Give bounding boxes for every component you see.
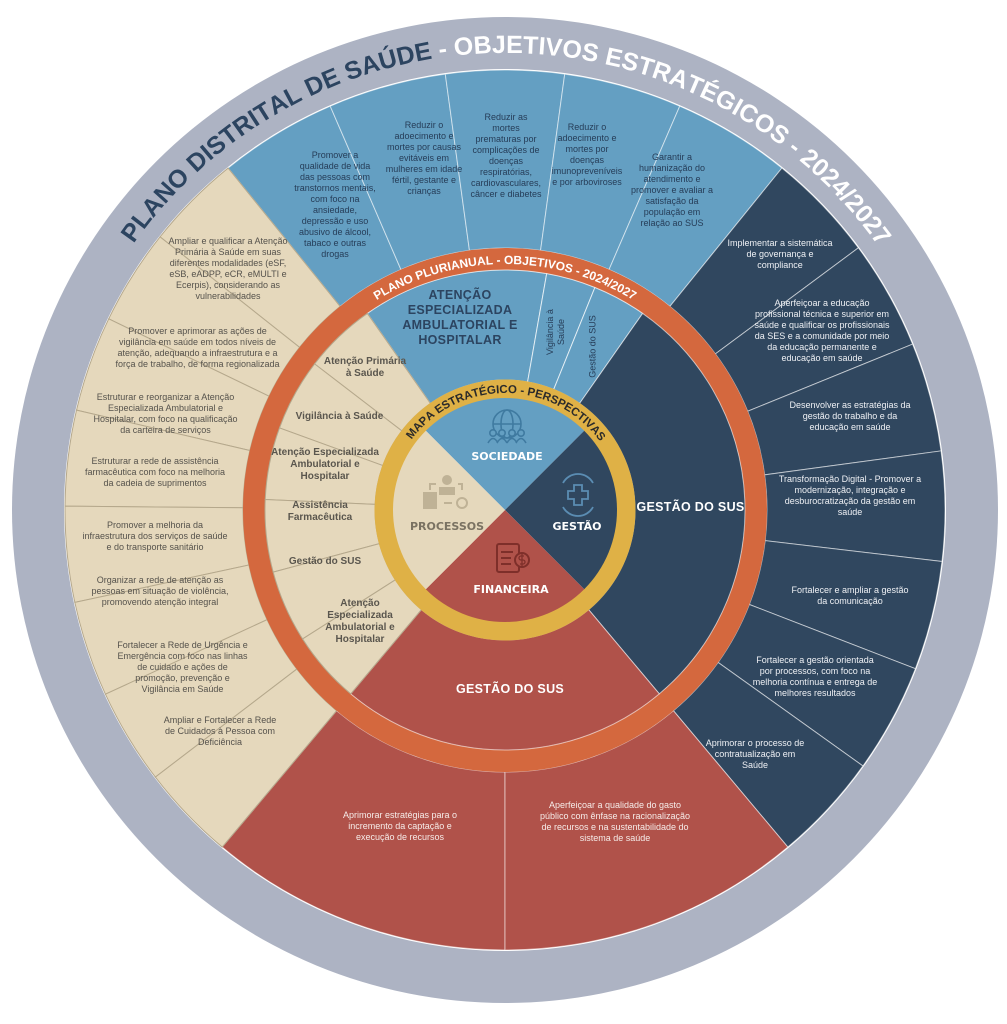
map-ring-label: MAPA ESTRATÉGICO - PERSPECTIVAS <box>404 384 607 444</box>
medical-cross-cycle-icon <box>562 473 594 517</box>
perspective-label-processos: PROCESSOS <box>410 520 484 533</box>
workflow-person-gear-icon <box>423 475 468 509</box>
perspectives-core: SOCIEDADE GESTÃO FINANCEIRA PROCESSOS <box>392 398 618 623</box>
perspective-label-gestao: GESTÃO <box>553 520 602 533</box>
perspective-gestao <box>505 430 618 590</box>
map-ring <box>374 379 636 641</box>
perspective-processos <box>392 430 505 590</box>
ppa-ring <box>243 248 767 772</box>
ppa-ring-label: PLANO PLURIANUAL - OBJETIVOS - 2024/2027 <box>371 253 639 303</box>
perspective-label-sociedade: SOCIEDADE <box>471 450 542 463</box>
perspective-financeira <box>425 510 585 623</box>
perspective-label-financeira: FINANCEIRA <box>473 583 549 596</box>
perspective-sociedade <box>425 398 585 510</box>
globe-people-icon <box>487 409 527 444</box>
invoice-dollar-icon <box>496 543 530 573</box>
ppa-objectives-layer <box>264 269 746 751</box>
strategic-objectives-layer <box>64 69 946 951</box>
